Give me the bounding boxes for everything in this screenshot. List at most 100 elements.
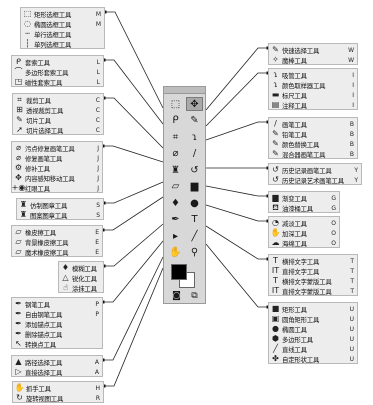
move-tool-icon[interactable]: ✥	[186, 97, 203, 111]
tool-item[interactable]: △锐化工具	[59, 273, 103, 283]
stamp-tool-icon[interactable]: ♜	[171, 164, 180, 176]
lasso-tool-icon[interactable]: ᑭ	[172, 115, 179, 126]
zoom-tool-icon[interactable]: ⚲	[190, 247, 199, 258]
heal-tool-icon[interactable]: ⌀	[172, 148, 179, 159]
tool-label: 路径选择工具	[25, 358, 63, 367]
tool-label: 图案图章工具	[30, 211, 68, 220]
tool-label: 自定形状工具	[282, 355, 320, 364]
tool-item[interactable]: ┆单列选框工具	[21, 39, 104, 49]
quick-select-tool-icon[interactable]: ✎	[190, 115, 199, 126]
marquee-tool-icon[interactable]: ⬚	[170, 98, 181, 110]
screen-mode-icon[interactable]: ⧉	[191, 291, 198, 301]
custom-shape-icon: ✤	[272, 354, 279, 363]
tool-item[interactable]: ✒删除锚点工具	[12, 329, 102, 339]
gradient-tool-icon[interactable]: ▆	[190, 181, 199, 192]
tool-item[interactable]: ✒添加锚点工具	[12, 319, 102, 329]
blur-tool-icon[interactable]: ♦	[171, 197, 180, 209]
dodge-tool-icon[interactable]: ●	[190, 197, 199, 209]
tool-label: 单列选框工具	[34, 40, 72, 49]
path-select-tool-icon[interactable]: ▸	[172, 230, 179, 242]
shape-tool-icon[interactable]: ╱	[191, 230, 198, 242]
history-tool-icon[interactable]: ↺	[190, 164, 199, 176]
tool-item[interactable]: ☝涂抹工具	[59, 283, 103, 293]
crop-tool-icon[interactable]: ⌗	[172, 131, 179, 143]
tool-label: 减淡工具	[282, 219, 307, 228]
eraser-tool-icon[interactable]: ▱	[171, 181, 180, 192]
sharpen-icon: △	[62, 273, 69, 282]
pen-tool-icon[interactable]: ✒	[171, 214, 180, 225]
shortcut-key: U	[349, 345, 354, 353]
art-history-icon: ↺	[272, 175, 279, 184]
type-tool-icon[interactable]: T	[191, 214, 198, 225]
brush-tool-icon[interactable]: /	[192, 148, 197, 159]
tool-item[interactable]: ↖转换点工具	[12, 339, 102, 349]
eyedropper-tool-icon[interactable]: ɿ	[191, 131, 198, 143]
shortcut-key: C	[95, 116, 100, 124]
tool-label: 背景橡皮擦工具	[25, 238, 69, 247]
tool-item[interactable]: ┄单行选框工具	[21, 29, 104, 39]
toolbox-grip[interactable]	[164, 87, 205, 94]
tool-item[interactable]: ♦模糊工具	[59, 263, 103, 273]
foreground-color-swatch[interactable]	[171, 264, 187, 280]
quick-mask-icon[interactable]: ◙	[172, 291, 181, 301]
crop-icon: ⌗	[17, 95, 22, 104]
tool-label: 椭圆工具	[282, 325, 307, 334]
hand-tool-icon[interactable]: ✋	[169, 247, 182, 258]
slice-select-icon: ➚	[16, 125, 23, 134]
